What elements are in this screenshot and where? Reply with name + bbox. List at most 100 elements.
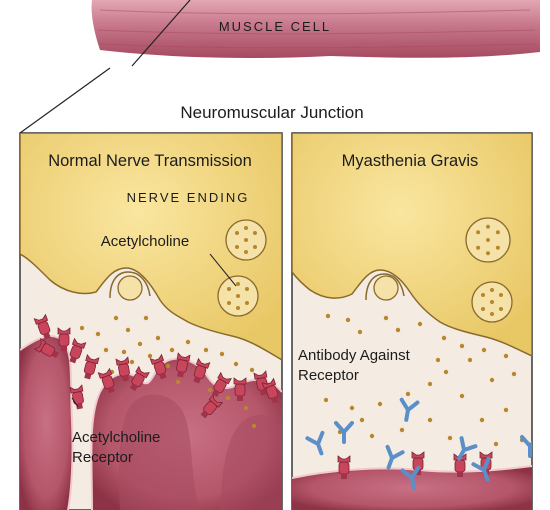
acetylcholine-dot xyxy=(441,335,447,341)
acetylcholine-dot xyxy=(121,349,127,355)
acetylcholine-dot xyxy=(503,353,509,359)
zoom-lines xyxy=(19,0,191,134)
receptor xyxy=(57,327,71,351)
vesicles-right xyxy=(465,217,513,323)
panel-title-myasthenia: Myasthenia Gravis xyxy=(342,152,479,170)
acetylcholine-dot xyxy=(459,343,465,349)
panel-normal: Normal Nerve Transmission NERVE ENDING A… xyxy=(19,132,283,510)
receptor xyxy=(261,377,279,404)
acetylcholine-dot xyxy=(383,315,389,321)
acetylcholine-dot xyxy=(155,335,161,341)
acetylcholine-dot xyxy=(243,405,249,411)
acetylcholine-dot xyxy=(489,377,495,383)
receptor-label-line1: Acetylcholine xyxy=(72,429,160,446)
acetylcholine-dot xyxy=(369,433,375,439)
acetylcholine-dot xyxy=(503,407,509,413)
antibody xyxy=(471,456,491,482)
acetylcholine-dot xyxy=(459,393,465,399)
acetylcholine-dot xyxy=(493,441,499,447)
acetylcholine-dot xyxy=(479,417,485,423)
acetylcholine-dot xyxy=(359,417,365,423)
acetylcholine-dot xyxy=(325,313,331,319)
panel-title-normal: Normal Nerve Transmission xyxy=(48,152,252,170)
acetylcholine-dot xyxy=(249,367,255,373)
acetylcholine-dot xyxy=(169,347,175,353)
acetylcholine-molecules-right xyxy=(323,313,525,447)
antibody xyxy=(399,397,420,422)
acetylcholine-dot xyxy=(511,371,517,377)
receptor xyxy=(337,455,351,479)
acetylcholine-dot xyxy=(165,363,171,369)
acetylcholine-label: Acetylcholine xyxy=(101,233,189,250)
receptor xyxy=(97,367,115,394)
receptor xyxy=(83,353,100,380)
acetylcholine-dot xyxy=(349,405,355,411)
acetylcholine-dot xyxy=(233,361,239,367)
antibody xyxy=(305,430,325,456)
acetylcholine-dot xyxy=(395,327,401,333)
acetylcholine-dot xyxy=(427,381,433,387)
acetylcholine-dot xyxy=(79,325,85,331)
panel-myasthenia: Myasthenia Gravis Antibody Against Recep… xyxy=(291,132,533,510)
receptor xyxy=(33,338,60,359)
acetylcholine-dot xyxy=(113,315,119,321)
acetylcholine-dot xyxy=(175,379,181,385)
receptor xyxy=(211,371,232,398)
acetylcholine-dot xyxy=(207,387,213,393)
acetylcholine-dot xyxy=(377,401,383,407)
acetylcholine-dot xyxy=(129,359,135,365)
acetylcholine-dot xyxy=(405,391,411,397)
receptor xyxy=(33,313,51,340)
receptor xyxy=(69,337,87,364)
receptor xyxy=(115,356,130,382)
acetylcholine-dot xyxy=(103,347,109,353)
acetylcholine-dot xyxy=(399,427,405,433)
acetylcholine-dot xyxy=(345,317,351,323)
muscle-cell: MUSCLE CELL xyxy=(91,0,540,58)
acetylcholine-dot xyxy=(417,321,423,327)
acetylcholine-dot xyxy=(147,353,153,359)
receptor xyxy=(129,365,150,392)
receptor xyxy=(69,384,84,410)
acetylcholine-dot xyxy=(427,417,433,423)
acetylcholine-dot xyxy=(443,369,449,375)
acetylcholine-dot xyxy=(185,339,191,345)
antibody xyxy=(334,421,354,444)
nerve-ending-label: NERVE ENDING xyxy=(127,190,250,205)
acetylcholine-dot xyxy=(203,347,209,353)
acetylcholine-dot xyxy=(357,329,363,335)
acetylcholine-dot xyxy=(435,357,441,363)
receptor xyxy=(193,357,211,384)
muscle-membrane-left xyxy=(20,334,282,510)
acetylcholine-dot xyxy=(447,435,453,441)
antibody xyxy=(457,436,478,461)
antibody xyxy=(400,465,421,490)
junction-heading: Neuromuscular Junction xyxy=(180,103,363,122)
receptor xyxy=(200,394,224,419)
acetylcholine-dot xyxy=(225,395,231,401)
receptors-left xyxy=(33,313,279,419)
receptor xyxy=(233,377,247,401)
acetylcholine-dot xyxy=(323,397,329,403)
vesicles-left xyxy=(217,219,267,317)
antibodies-right xyxy=(305,397,532,490)
acetylcholine-dot xyxy=(251,423,257,429)
acetylcholine-dot xyxy=(125,327,131,333)
acetylcholine-dot xyxy=(95,331,101,337)
antibody-label-line1: Antibody Against xyxy=(298,347,411,364)
acetylcholine-dot xyxy=(467,357,473,363)
receptor xyxy=(149,353,167,380)
receptor xyxy=(176,352,191,378)
nerve-ending-left xyxy=(20,133,282,361)
antibody xyxy=(520,435,532,458)
acetylcholine-dot xyxy=(219,351,225,357)
acetylcholine-dot xyxy=(143,315,149,321)
receptor xyxy=(253,370,268,396)
antibody xyxy=(385,444,405,470)
antibody-label-line2: Receptor xyxy=(298,367,359,384)
receptor xyxy=(411,451,425,475)
muscle-cell-label: MUSCLE CELL xyxy=(219,19,331,34)
acetylcholine-dot xyxy=(137,341,143,347)
receptor-label-line2: Receptor xyxy=(72,449,133,466)
